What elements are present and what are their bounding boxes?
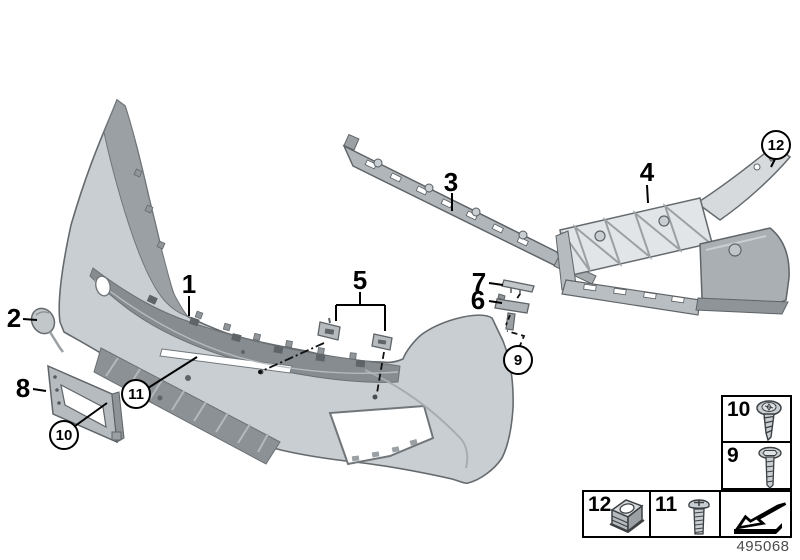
part-corner-bracket xyxy=(494,293,530,331)
callout-10[interactable]: 10 xyxy=(49,420,79,450)
dash-line-5b xyxy=(376,351,385,394)
part-corner-strip xyxy=(501,279,535,295)
callout-4[interactable]: 4 xyxy=(639,157,655,187)
legend-label-12: 12 xyxy=(588,493,612,516)
cage-nut-clip-icon xyxy=(609,499,645,534)
pan-head-screw-icon xyxy=(688,499,710,535)
leader-lines xyxy=(22,156,777,427)
part-licence-plate-base xyxy=(47,364,125,444)
legend-label-9: 9 xyxy=(727,444,739,467)
part-side-carrier xyxy=(555,143,792,316)
legend-cell-11[interactable]: 11 xyxy=(649,490,721,538)
leader-line-11 xyxy=(147,356,198,389)
legend-label-11: 11 xyxy=(655,493,678,516)
legend-label-10: 10 xyxy=(727,398,751,421)
leader-line-6 xyxy=(488,300,503,304)
callout-9[interactable]: 9 xyxy=(503,345,533,375)
diagram-number: 495068 xyxy=(736,538,790,555)
callout-8[interactable]: 8 xyxy=(15,373,31,403)
part-tow-eye-cover xyxy=(30,307,64,353)
direction-arrow-icon xyxy=(734,502,787,534)
part-impact-strip xyxy=(342,133,597,285)
callout-12[interactable]: 12 xyxy=(761,130,791,160)
legend-cell-direction[interactable] xyxy=(719,490,792,538)
callout-1[interactable]: 1 xyxy=(181,269,197,299)
leader-line-8 xyxy=(32,388,47,392)
callout-2[interactable]: 2 xyxy=(6,303,22,333)
leader-line-4 xyxy=(646,184,649,204)
dash-line-5a xyxy=(261,342,325,372)
callout-6[interactable]: 6 xyxy=(470,285,486,315)
leader-line-2 xyxy=(22,318,38,321)
tapping-screw-icon xyxy=(756,400,782,442)
legend-cell-9[interactable]: 9 xyxy=(721,441,792,490)
callout-3[interactable]: 3 xyxy=(443,167,459,197)
callout-7[interactable]: 7 xyxy=(471,267,487,297)
leader-line-10 xyxy=(74,402,108,427)
part-adapter-brackets xyxy=(317,317,393,351)
callout-11[interactable]: 11 xyxy=(121,379,151,409)
legend-cell-10[interactable]: 10 xyxy=(721,395,792,443)
callout-5[interactable]: 5 xyxy=(352,265,368,295)
leader-line-7 xyxy=(488,282,504,286)
dashed-leader-lines xyxy=(258,293,526,394)
legend-cell-12[interactable]: 12 xyxy=(582,490,651,538)
dash-line-6-7 xyxy=(505,293,521,326)
dash-line-9 xyxy=(506,330,526,349)
part-front-bumper xyxy=(58,98,514,485)
leader-line-5 xyxy=(335,292,386,331)
flange-screw-icon xyxy=(758,446,782,489)
